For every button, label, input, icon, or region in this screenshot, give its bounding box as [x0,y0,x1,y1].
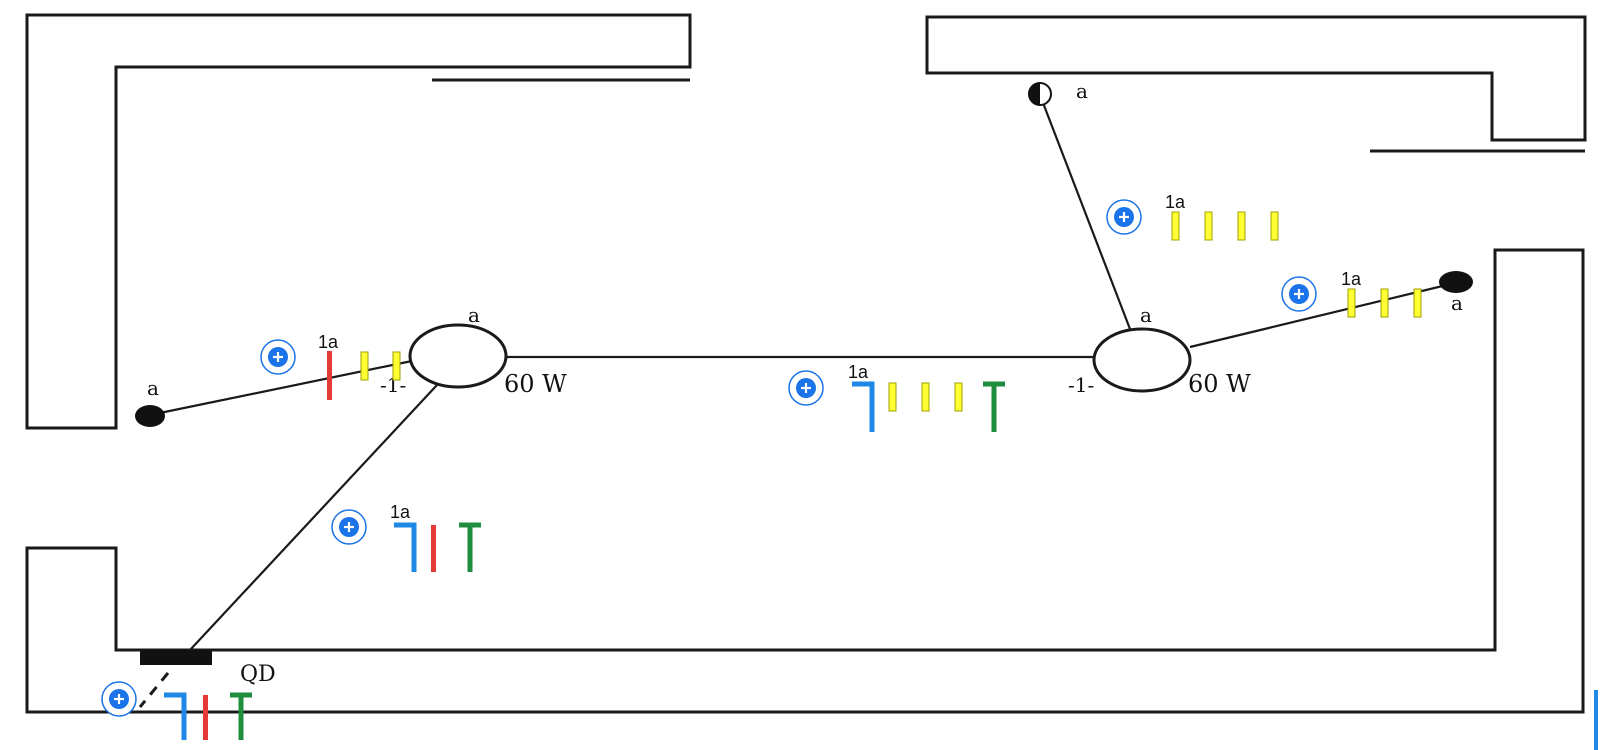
lamp-right: a -1- 60 W [1068,303,1251,398]
point-left: a [135,376,165,427]
panel-qd: QD [140,650,276,687]
point-left-dot [135,405,165,427]
return-conductor [392,351,401,381]
wall-top-left [25,13,692,430]
return-conductor [1171,211,1180,241]
point-top-label: a [1076,79,1088,103]
point-right: a [1439,271,1473,315]
marking-diagonal-segment: 1a [390,502,481,572]
walls [25,13,1587,714]
circuit-label: 1a [1341,269,1362,289]
earth-conductor [983,381,1005,432]
return-conductor [1204,211,1213,241]
neutral-conductor [164,692,187,740]
return-conductor [1347,288,1356,318]
wall-top-right [925,15,1587,142]
lamp-right-circle [1092,327,1192,393]
wire-top-point-to-lamp2 [1038,94,1132,330]
neutral-conductor [394,522,417,572]
lamp-right-index: -1- [1068,373,1094,397]
return-conductor [1270,211,1279,241]
return-conductor [921,382,930,412]
marking-left-segment: 1a [318,332,401,400]
earth-conductor [230,692,252,740]
circuit-label: 1a [318,332,339,352]
lamp-right-power: 60 W [1188,370,1251,398]
return-conductor [1380,288,1389,318]
plus-circle-icon [339,517,359,537]
plus-circle-icon [1114,207,1134,227]
add-conductor-button-middle[interactable] [788,370,824,406]
point-top-dot-fill [1029,83,1040,105]
lamp-left-label-a: a [468,303,480,327]
point-right-label: a [1451,291,1463,315]
wire-panel-dashed [138,672,170,708]
add-conductor-button-panel[interactable] [101,681,137,717]
return-conductor [1237,211,1246,241]
add-conductor-button-top[interactable] [1106,199,1142,235]
point-top: a [1028,79,1088,106]
point-left-label: a [147,376,159,400]
plus-circle-icon [268,347,288,367]
point-right-dot [1439,271,1473,293]
phase-conductor [203,695,208,740]
add-conductor-button-right[interactable] [1281,276,1317,312]
return-conductor [888,382,897,412]
wire-lamp2-to-right-point [1189,281,1456,349]
circuit-label: 1a [848,362,869,382]
marking-panel-segment [164,692,252,740]
panel-qd-box [140,650,212,665]
wire-lamp1-to-panel [189,384,438,651]
plus-circle-icon [796,378,816,398]
phase-conductor [327,351,332,400]
marking-middle-segment: 1a [848,362,1005,432]
plus-circle-icon [1289,284,1309,304]
panel-qd-label: QD [240,662,276,687]
phase-conductor [431,525,436,572]
lamp-left: a -1- 60 W [380,303,567,398]
circuit-label: 1a [1165,192,1186,212]
marking-top-segment: 1a [1165,192,1279,241]
marking-right-segment: 1a [1341,269,1422,318]
return-conductor [1413,288,1422,318]
return-conductor [360,351,369,381]
lamp-left-circle [408,323,508,389]
plus-circle-icon [109,689,129,709]
circuit-label: 1a [390,502,411,522]
add-conductor-button-left[interactable] [260,339,296,375]
earth-conductor [459,522,481,572]
add-conductor-button-diagonal[interactable] [331,509,367,545]
return-conductor [954,382,963,412]
lamp-left-power: 60 W [504,370,567,398]
wiring [138,94,1456,708]
lamp-right-label-a: a [1140,303,1152,327]
wall-bottom [25,248,1585,714]
neutral-conductor [852,381,875,432]
edge-marker [1594,690,1598,750]
